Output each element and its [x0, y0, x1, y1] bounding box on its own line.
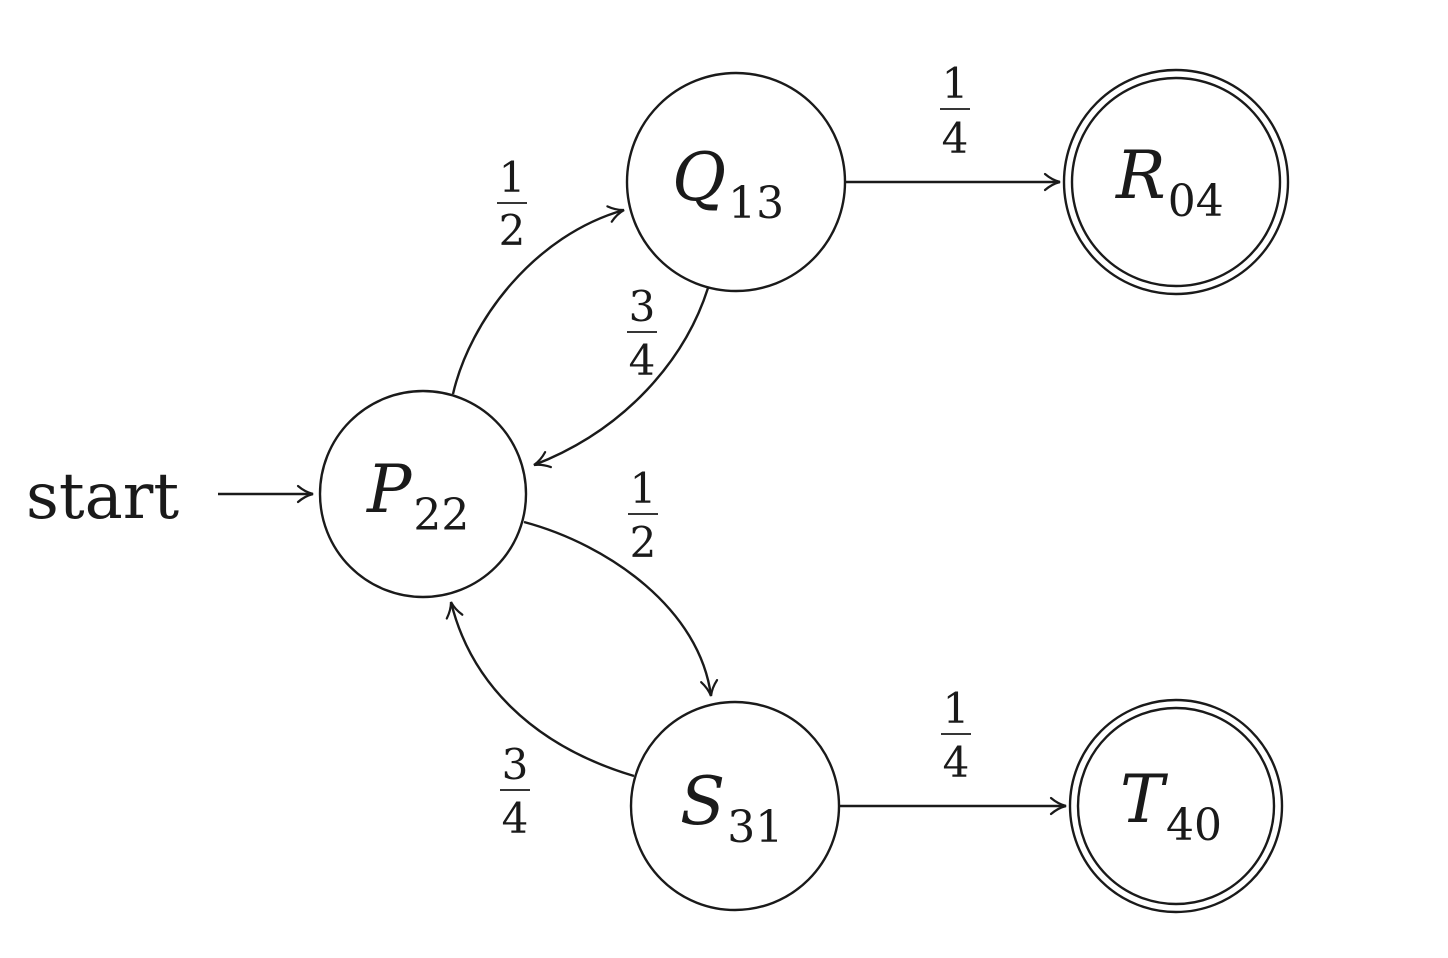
edge-label-s-to-t-numerator: 1: [943, 684, 970, 733]
state-s-letter: S: [680, 763, 725, 840]
edge-label-s-to-p-denominator: 4: [502, 794, 529, 843]
state-s-circle: [629, 700, 841, 912]
state-q-circle: [625, 71, 847, 293]
edge-s-to-p: [445, 601, 635, 778]
edge-label-p-to-q-denominator: 2: [499, 206, 526, 255]
edge-label-p-to-s-numerator: 1: [630, 464, 657, 513]
state-r-letter: R: [1115, 137, 1166, 214]
state-q[interactable]: Q13: [625, 71, 847, 293]
edge-label-p-to-s-denominator: 2: [630, 518, 657, 567]
state-p-letter: P: [366, 451, 413, 528]
state-q-letter: Q: [672, 139, 726, 216]
state-p-circle: [318, 389, 528, 599]
state-r-inner-circle: [1070, 76, 1282, 288]
state-q-subscript: 13: [728, 178, 784, 229]
state-r-outer-circle: [1062, 68, 1290, 296]
state-s-label: S31: [680, 763, 783, 853]
edge-label-s-to-t-denominator: 4: [943, 738, 970, 787]
state-r-subscript: 04: [1168, 176, 1224, 227]
edge-label-q-to-r-numerator: 1: [942, 59, 969, 108]
edge-label-p-to-q: 1 2: [497, 153, 527, 255]
edge-label-q-to-p: 3 4: [627, 282, 657, 385]
state-t-label: T40: [1120, 761, 1222, 851]
edge-label-q-to-r: 1 4: [940, 59, 970, 163]
state-t-subscript: 40: [1166, 800, 1222, 851]
edge-label-p-to-q-numerator: 1: [499, 153, 526, 202]
edge-label-p-to-s: 1 2: [628, 464, 658, 567]
state-t-inner-circle: [1076, 706, 1276, 906]
edge-label-q-to-p-denominator: 4: [629, 336, 656, 385]
state-s[interactable]: S31: [629, 700, 841, 912]
edge-label-s-to-p: 3 4: [500, 740, 530, 843]
state-s-subscript: 31: [727, 802, 783, 853]
start-label: start: [26, 460, 179, 534]
edge-q-to-p: [533, 287, 710, 469]
edge-p-to-s: [523, 520, 719, 697]
state-p-label: P22: [366, 451, 469, 541]
state-t-outer-circle: [1068, 698, 1284, 914]
edge-label-q-to-p-numerator: 3: [629, 282, 656, 331]
state-p-subscript: 22: [413, 490, 469, 541]
edge-label-s-to-t: 1 4: [941, 684, 971, 787]
state-t-letter: T: [1120, 761, 1169, 838]
state-q-label: Q13: [672, 139, 784, 229]
edge-label-s-to-p-numerator: 3: [502, 740, 529, 789]
edge-p-to-q: [451, 205, 625, 395]
state-r-label: R04: [1115, 137, 1224, 227]
state-t[interactable]: T40: [1068, 698, 1284, 914]
state-r[interactable]: R04: [1062, 68, 1290, 296]
start-marker: start: [26, 460, 314, 534]
edge-label-q-to-r-denominator: 4: [942, 114, 969, 163]
state-p[interactable]: P22: [318, 389, 528, 599]
